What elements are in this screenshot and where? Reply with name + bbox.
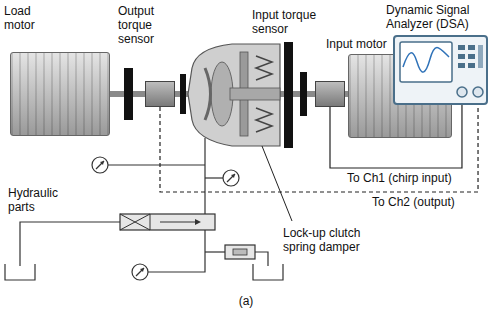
analyzer-box: Dynamic Signal Analyzer (DSA) <box>386 3 489 105</box>
sensor-body <box>315 81 345 107</box>
label-holder: Lock-up clutch spring damper <box>283 226 375 254</box>
pressure-gauge <box>223 170 239 186</box>
channel-label: To Ch2 (output) <box>370 195 457 209</box>
coupling <box>124 68 133 120</box>
node-heading: Load motor <box>4 4 46 32</box>
label-holder: Hydraulic parts <box>8 186 70 214</box>
valve <box>225 245 255 259</box>
channel-label: To Ch1 (chirp input) <box>345 171 454 185</box>
torque-converter <box>188 44 280 146</box>
analyzer-panel <box>395 37 486 103</box>
label-holder: To Ch2 (output) <box>370 195 457 209</box>
figure-caption: (a) <box>216 294 276 308</box>
part-label: Lock-up clutch spring damper <box>283 226 375 254</box>
node-heading: Input torque sensor <box>252 8 328 36</box>
sensor-body <box>145 81 175 107</box>
part-label: Hydraulic parts <box>8 186 70 214</box>
label-holder: To Ch1 (chirp input) <box>345 171 454 185</box>
coupling <box>180 74 186 114</box>
motor-body <box>10 52 110 136</box>
lock-up-disc <box>284 42 293 148</box>
dsa-body <box>393 35 488 105</box>
torque-sensor: Input torque sensor <box>252 8 332 107</box>
pressure-gauge <box>92 157 108 173</box>
label-holder: (a) <box>216 294 276 308</box>
node-heading: Dynamic Signal Analyzer (DSA) <box>386 3 489 31</box>
node-heading: Output torque sensor <box>118 4 176 46</box>
torque-sensor: Output torque sensor <box>118 4 178 107</box>
pressure-gauge <box>132 264 148 280</box>
leader-line <box>262 146 292 221</box>
motor-box: Load motor <box>4 4 110 136</box>
hydraulic-lines <box>5 138 283 280</box>
coupling <box>300 72 307 116</box>
valve <box>120 214 215 230</box>
node-heading: Input motor <box>326 37 396 51</box>
